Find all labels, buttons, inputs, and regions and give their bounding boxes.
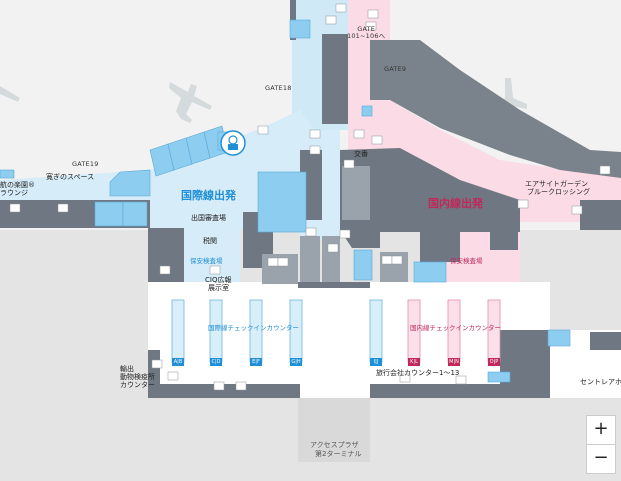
airplane-icon (491, 78, 527, 127)
dom-counter-1: M|N (449, 359, 459, 365)
ciq-label: CIQ広報 (205, 276, 232, 284)
travel-counter-label: 旅行会社カウンター1～13 (376, 369, 460, 377)
cargo-label-1: 輸出 (120, 365, 134, 373)
garden-label: エアサイトガーデン (525, 180, 588, 188)
dom-departure-label: 国内線出発 (428, 197, 483, 210)
zoom-out-button[interactable]: − (586, 444, 616, 474)
lounge-left-label: ラウンジ (0, 189, 28, 197)
customs-label: 税関 (203, 237, 217, 245)
cargo-label-2: 動物検疫所 (120, 373, 155, 381)
police-box-label: 交番 (354, 150, 368, 158)
immigration-label: 出国審査場 (191, 214, 226, 222)
security-dom-label: 保安検査場 (450, 257, 483, 265)
gate9-label: GATE9 (384, 65, 407, 73)
intl-counter-0: A|B (173, 359, 183, 365)
dom-checkin-label: 国内線チェックインカウンター (410, 324, 501, 332)
centrair-hall-label: セントレアホー (580, 378, 621, 386)
airplane-icon (169, 82, 212, 123)
garden-sub-label: ブルークロッシング (527, 188, 590, 196)
cargo-label-3: カウンター (120, 381, 155, 389)
intl-checkin-label: 国際線チェックインカウンター (208, 324, 299, 332)
terminal2-label: 第2ターミナル (315, 450, 362, 458)
gate-101-106-label: GATE 101~106へ (347, 25, 386, 41)
lounge-left-top-label: 航の楽園® (0, 181, 35, 189)
airplane-icon (0, 86, 20, 102)
intl-counter-2: E|F (252, 359, 260, 365)
intl-departure-label: 国際線出発 (181, 189, 236, 202)
lounge-label: 寛ぎのスペース (46, 173, 95, 181)
intl-counter-1: C|D (211, 359, 221, 365)
gate18-label: GATE18 (265, 84, 292, 92)
security-intl-label: 保安検査場 (190, 257, 223, 265)
location-marker-icon (220, 130, 246, 156)
access-plaza-label: アクセスプラザ (310, 441, 359, 449)
dom-counter-2: O|P (489, 359, 499, 365)
intl-counter-3: G|H (291, 359, 301, 365)
zoom-in-button[interactable]: + (586, 415, 616, 445)
dom-counter-0: K|L (410, 359, 418, 365)
ciq-sub-label: 展示室 (208, 284, 229, 292)
gate19-label: GATE19 (72, 160, 99, 168)
intl-counter-4: I|J (373, 359, 379, 365)
